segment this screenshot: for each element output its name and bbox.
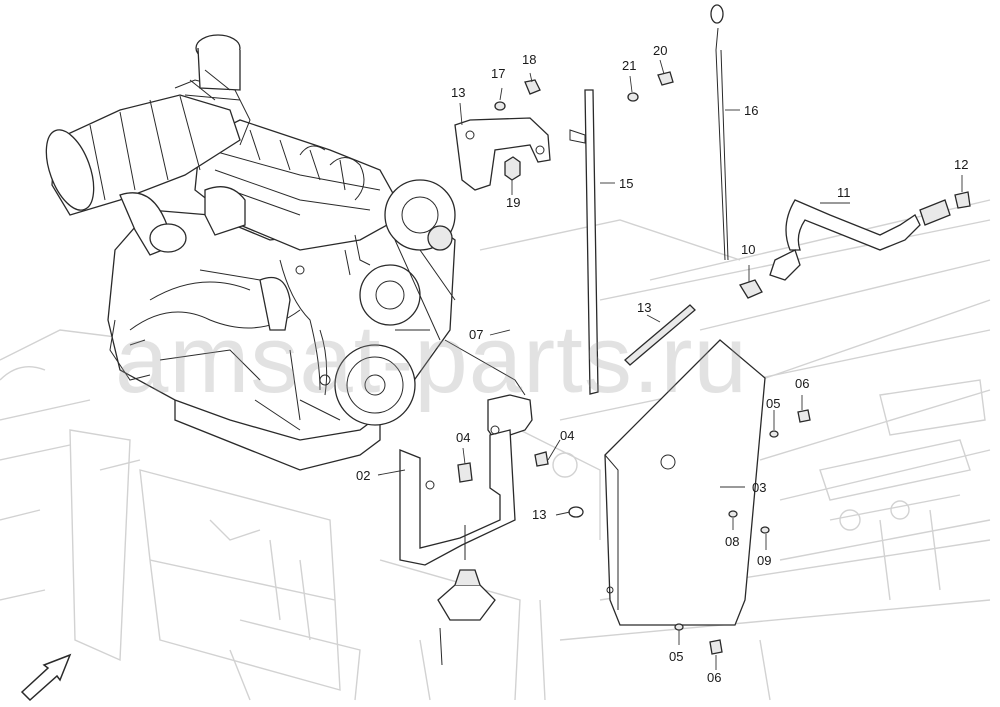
callout-20: 20	[653, 43, 668, 58]
callout-18: 18	[522, 52, 537, 67]
direction-arrow-icon	[20, 653, 72, 702]
dipstick-tube-15	[584, 89, 599, 395]
leader-lines	[377, 59, 963, 670]
washer-21	[627, 92, 639, 102]
bolt-06-b	[709, 639, 723, 655]
callout-11: 11	[837, 185, 851, 200]
hose-11	[785, 199, 921, 251]
bolt-06-a	[797, 409, 811, 423]
bolt-04-a	[457, 462, 473, 483]
callout-07: 07	[469, 327, 484, 342]
strip-13	[624, 304, 696, 366]
callout-05-a: 05	[766, 396, 781, 411]
callout-04-a: 04	[456, 430, 471, 445]
bracket-14	[454, 117, 551, 191]
washer-08	[728, 510, 738, 518]
fitting-10	[739, 279, 763, 299]
cover-panel-03	[604, 339, 766, 626]
callout-03: 03	[752, 480, 767, 495]
bolt-04-b	[534, 451, 549, 467]
callout-09: 09	[757, 553, 772, 568]
dipstick-16	[715, 27, 729, 261]
nut-19	[504, 156, 521, 181]
support-bracket-02	[399, 429, 516, 566]
washer-05-a	[769, 430, 779, 438]
washer-05-b	[674, 623, 684, 631]
washer-17	[494, 101, 506, 111]
callout-21: 21	[622, 58, 637, 73]
washer-09	[760, 526, 770, 534]
callout-05-b: 05	[669, 649, 684, 664]
callout-13-a: 13	[637, 300, 652, 315]
callout-10: 10	[741, 242, 756, 257]
callout-04-b: 04	[560, 428, 575, 443]
watermark-text: amsat-parts.ru	[115, 306, 748, 413]
bolt-18	[524, 79, 541, 95]
callout-02: 02	[356, 468, 371, 483]
callout-16: 16	[744, 103, 759, 118]
callout-15: 15	[619, 176, 634, 191]
fitting-12	[954, 191, 971, 209]
engine-assembly	[45, 34, 456, 471]
callout-08: 08	[725, 534, 740, 549]
callout-17: 17	[491, 66, 506, 81]
bolt-20	[657, 71, 674, 86]
o-ring-13	[568, 506, 584, 518]
elbow-fitting	[769, 249, 801, 281]
callout-14: 13	[451, 85, 466, 100]
callout-19: 19	[506, 195, 521, 210]
callout-12: 12	[954, 157, 969, 172]
callout-06-b: 06	[707, 670, 722, 685]
callout-06-a: 06	[795, 376, 810, 391]
callout-13-b: 13	[532, 507, 547, 522]
